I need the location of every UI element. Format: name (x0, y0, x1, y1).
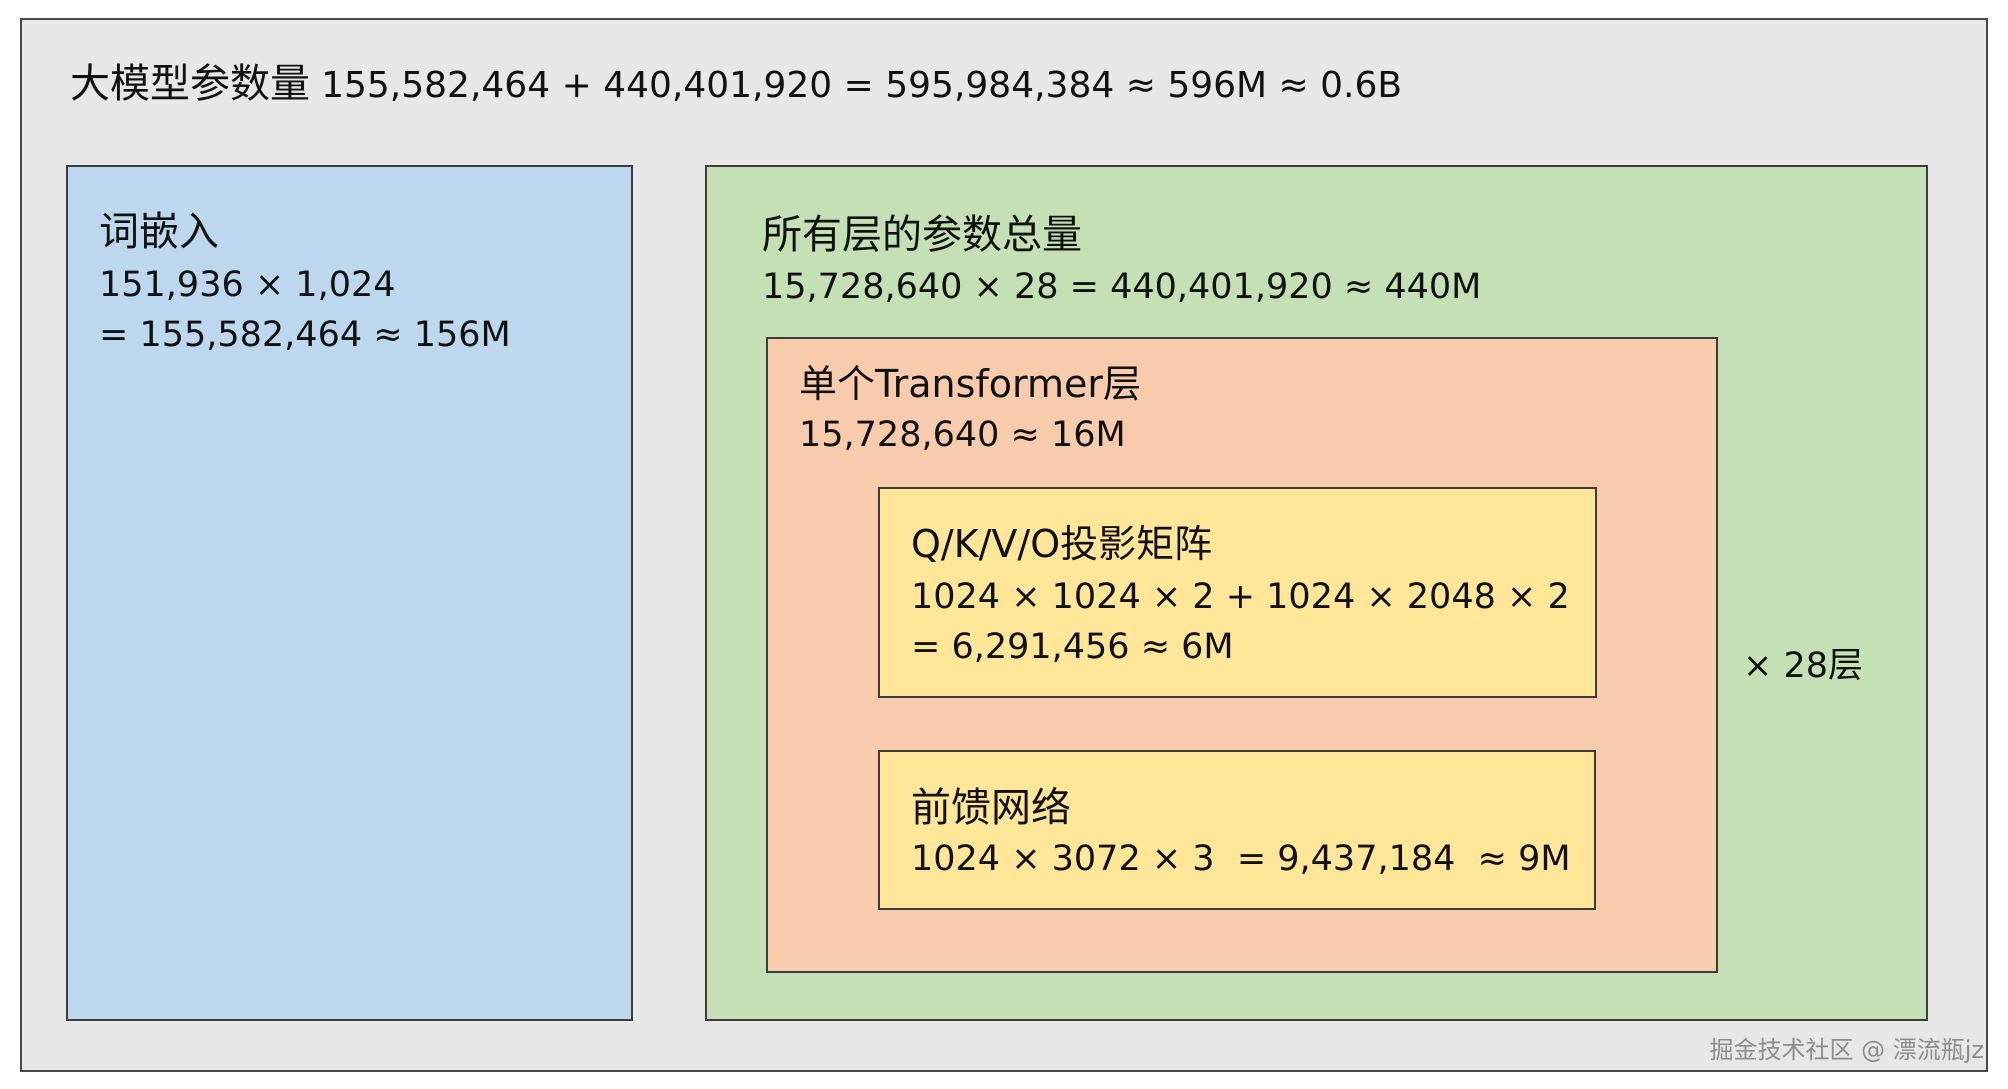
embedding-line2: = 155,582,464 ≈ 156M (99, 315, 511, 355)
qkvo-title: Q/K/V/O投影矩阵 (911, 522, 1213, 566)
single-layer-formula: 15,728,640 ≈ 16M (799, 415, 1126, 455)
watermark: 掘金技术社区 @ 漂流瓶jz (1709, 1036, 1984, 1064)
all-layers-title: 所有层的参数总量 (762, 212, 1082, 258)
embedding-box (66, 165, 633, 1021)
qkvo-line1: 1024 × 1024 × 2 + 1024 × 2048 × 2 (911, 577, 1570, 617)
qkvo-line2: = 6,291,456 ≈ 6M (911, 627, 1234, 667)
embedding-line1: 151,936 × 1,024 (99, 265, 396, 305)
title-formula: 155,582,464 + 440,401,920 = 595,984,384 … (321, 65, 1403, 106)
single-layer-title: 单个Transformer层 (799, 362, 1142, 406)
title-label: 大模型参数量 (70, 61, 310, 107)
diagram-title: 大模型参数量 155,582,464 + 440,401,920 = 595,9… (70, 64, 1402, 104)
layer-multiplier: × 28层 (1743, 646, 1863, 686)
ffn-title: 前馈网络 (911, 785, 1071, 831)
embedding-title: 词嵌入 (99, 209, 219, 255)
all-layers-formula: 15,728,640 × 28 = 440,401,920 ≈ 440M (762, 267, 1482, 307)
qkvo-box (878, 487, 1597, 698)
ffn-box (878, 750, 1596, 910)
ffn-formula: 1024 × 3072 × 3 = 9,437,184 ≈ 9M (911, 839, 1571, 879)
